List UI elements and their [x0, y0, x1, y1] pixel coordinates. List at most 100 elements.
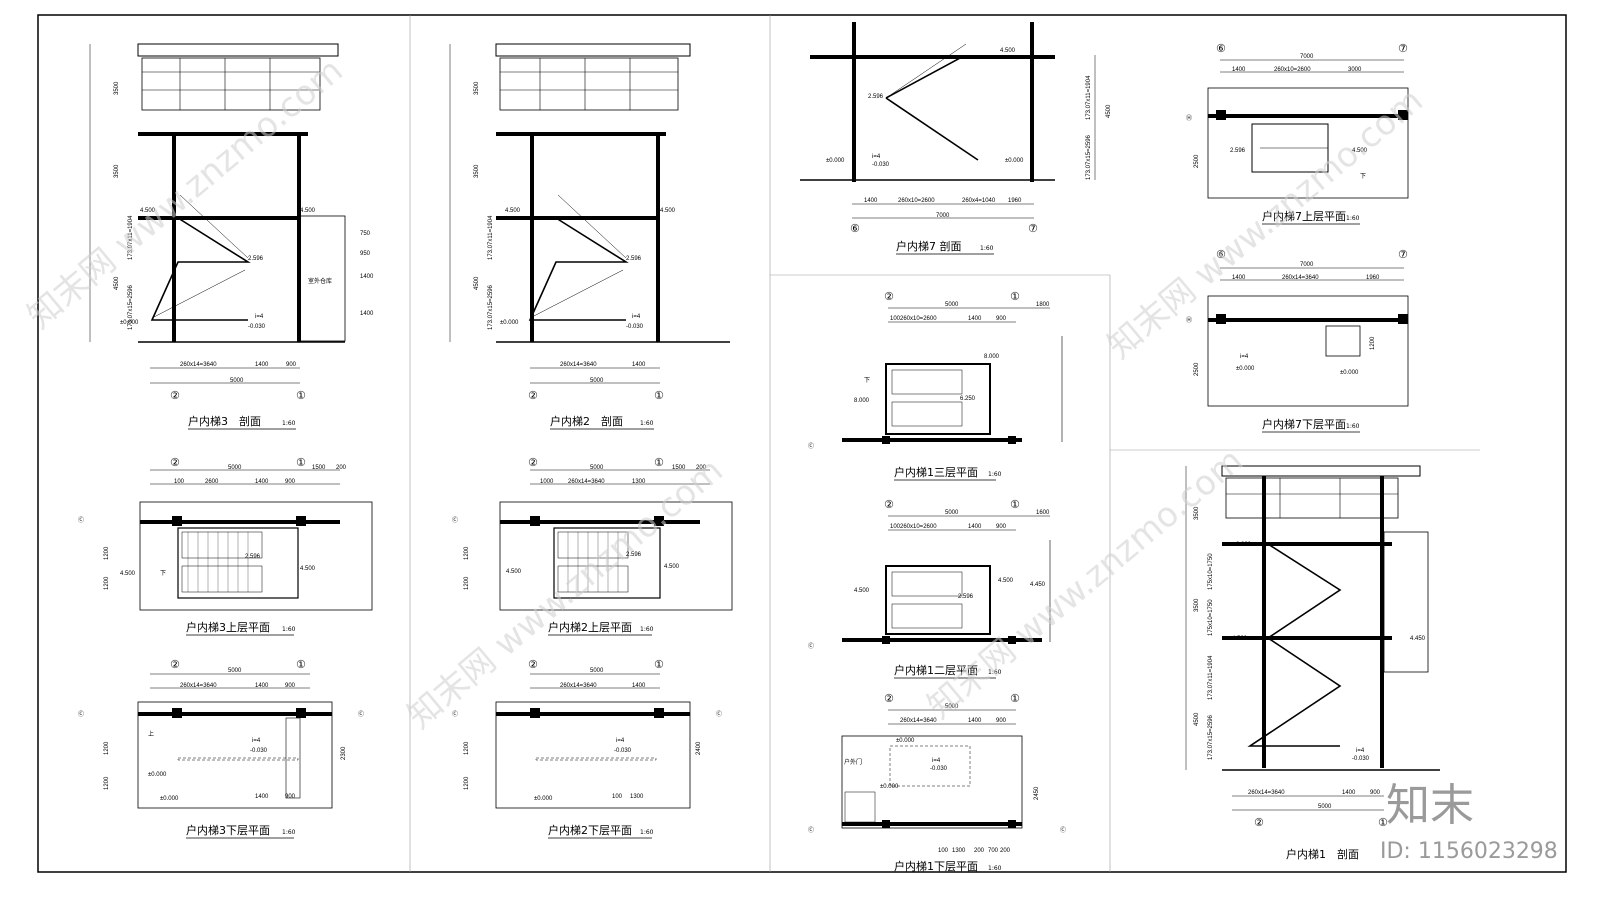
- axis-marker: ②: [170, 456, 180, 469]
- dim-text: 100: [890, 524, 901, 530]
- dim-text: 2600: [205, 479, 219, 485]
- drawing-scale: 1:60: [282, 420, 296, 427]
- plan-stair-1-lower: ② ① 5000 260x14=3640 1400 900 ±0.000 ±0.…: [808, 692, 1066, 873]
- dim-text: 1200: [104, 546, 110, 560]
- dim-text: 100: [938, 848, 949, 854]
- level-text: ±0.000: [826, 158, 845, 164]
- axis-marker: ①: [1010, 290, 1020, 303]
- axis-marker: Ⓒ: [808, 442, 814, 450]
- level-text: ±0.000: [880, 784, 899, 790]
- note-text: i=4: [252, 738, 261, 744]
- level-text: 4.500: [120, 571, 136, 577]
- dim-text: 1400: [864, 198, 878, 204]
- axis-marker: ②: [528, 389, 538, 402]
- level-text: 4.500: [998, 578, 1014, 584]
- axis-marker: ②: [884, 692, 894, 705]
- watermark: 知末网 www.znzmo.com: [1100, 80, 1431, 366]
- level-text: 4.500: [664, 564, 680, 570]
- dim-text: 1400: [1232, 275, 1246, 281]
- axis-marker: ⑦: [1028, 222, 1038, 235]
- level-text: ±0.000: [1005, 158, 1024, 164]
- dim-text: 7000: [936, 213, 950, 219]
- dim-text: 1300: [952, 848, 966, 854]
- dim-text: 1200: [104, 576, 110, 590]
- level-text: 2.596: [1230, 148, 1246, 154]
- dim-text: 173.07x15=2596: [488, 284, 494, 330]
- level-text: ±0.000: [148, 772, 167, 778]
- axis-marker: Ⓒ: [78, 710, 84, 718]
- dim-text: 1500: [672, 465, 686, 471]
- dim-text: 1200: [464, 576, 470, 590]
- axis-marker: Ⓗ: [1186, 316, 1192, 324]
- axis-marker: Ⓒ: [716, 710, 722, 718]
- drawing-scale: 1:60: [640, 420, 654, 427]
- dim-text: 173.07x11=1904: [488, 215, 494, 260]
- drawing-title: 户内梯7 剖面: [896, 239, 962, 253]
- dim-text: 1500: [312, 465, 326, 471]
- level-text: 2.596: [868, 94, 884, 100]
- note-text: 下: [1360, 173, 1366, 180]
- level-text: 2.596: [248, 256, 264, 262]
- dim-text: 200: [1000, 848, 1011, 854]
- dim-text: 3500: [1194, 506, 1200, 520]
- dim-text: 175x10=1750: [1208, 553, 1214, 590]
- drawing-title: 户内梯1二层平面: [894, 663, 978, 677]
- level-text: 8.000: [854, 398, 870, 404]
- note-text: 下: [864, 377, 870, 384]
- dim-text: 1400: [1232, 67, 1246, 73]
- axis-marker: ①: [296, 658, 306, 671]
- plan-stair-2-upper: ② ① 5000 1500 200 1000 260x14=3640 1300 …: [452, 456, 733, 636]
- axis-marker: Ⓒ: [1060, 826, 1066, 834]
- level-text: 4.500: [506, 569, 522, 575]
- dim-text: 900: [996, 524, 1007, 530]
- level-text: 4.450: [1030, 582, 1046, 588]
- dim-text: 1400: [255, 794, 269, 800]
- dim-text: 260x10=2600: [898, 198, 935, 204]
- dim-text: 1300: [630, 794, 644, 800]
- plan-stair-1-third: ② ① 5000 1800 100 260x10=2600 1400 900 8…: [808, 290, 1063, 481]
- dim-text: 173.07x15=2596: [1086, 134, 1092, 180]
- drawing-scale: 1:60: [1346, 215, 1360, 222]
- dim-text: 5000: [590, 465, 604, 471]
- note-text: i=4: [932, 758, 941, 764]
- drawing-scale: 1:60: [988, 865, 1002, 872]
- level-text: 4.500: [1000, 48, 1016, 54]
- level-text: 4.500: [140, 208, 156, 214]
- dim-text: 1960: [1008, 198, 1022, 204]
- level-text: -0.030: [248, 324, 266, 330]
- drawing-scale: 1:60: [282, 829, 296, 836]
- dim-text: 1400: [255, 683, 269, 689]
- dim-text: 900: [996, 718, 1007, 724]
- level-text: -0.030: [250, 748, 268, 754]
- level-text: 4.500: [1352, 148, 1368, 154]
- level-text: 4.500: [505, 208, 521, 214]
- level-text: ±0.000: [1340, 370, 1359, 376]
- level-text: -0.030: [614, 748, 632, 754]
- dim-text: 173.07x15=2596: [1208, 714, 1214, 760]
- dim-text: 3500: [1194, 598, 1200, 612]
- dim-text: 1300: [632, 479, 646, 485]
- axis-marker: Ⓒ: [808, 826, 814, 834]
- section-stair-7: 4.500 2.596 ±0.000 -0.030 ±0.000 i=4 173…: [800, 22, 1112, 255]
- dim-text: 3500: [114, 164, 120, 178]
- section-stair-2: 3500 3500 4500 173.07x11=1904 173.07x15=…: [449, 43, 730, 430]
- dim-text: 200: [974, 848, 985, 854]
- axis-marker: ①: [296, 456, 306, 469]
- drawing-scale: 1:60: [282, 626, 296, 633]
- dim-text: 1400: [968, 718, 982, 724]
- dim-text: 173.07x11=1904: [1208, 655, 1214, 700]
- axis-marker: ②: [884, 290, 894, 303]
- dim-text: 260x14=3640: [180, 362, 217, 368]
- drawing-scale: 1:60: [988, 471, 1002, 478]
- axis-marker: ②: [170, 658, 180, 671]
- drawing-title: 户内梯3 剖面: [188, 414, 261, 428]
- note-text: i=4: [255, 314, 264, 320]
- level-text: 2.596: [626, 256, 642, 262]
- drawing-scale: 1:60: [640, 829, 654, 836]
- plan-stair-3-lower: ② ① 5000 260x14=3640 1400 900 Ⓒ Ⓒ ±0.000…: [78, 658, 364, 839]
- image-id-text: ID: 1156023298: [1380, 839, 1558, 864]
- level-text: ±0.000: [534, 796, 553, 802]
- section-stair-1: 3500 3500 4500 175x10=1750 175x10=1750 1…: [1185, 465, 1440, 861]
- dim-text: 260x10=2600: [900, 524, 937, 530]
